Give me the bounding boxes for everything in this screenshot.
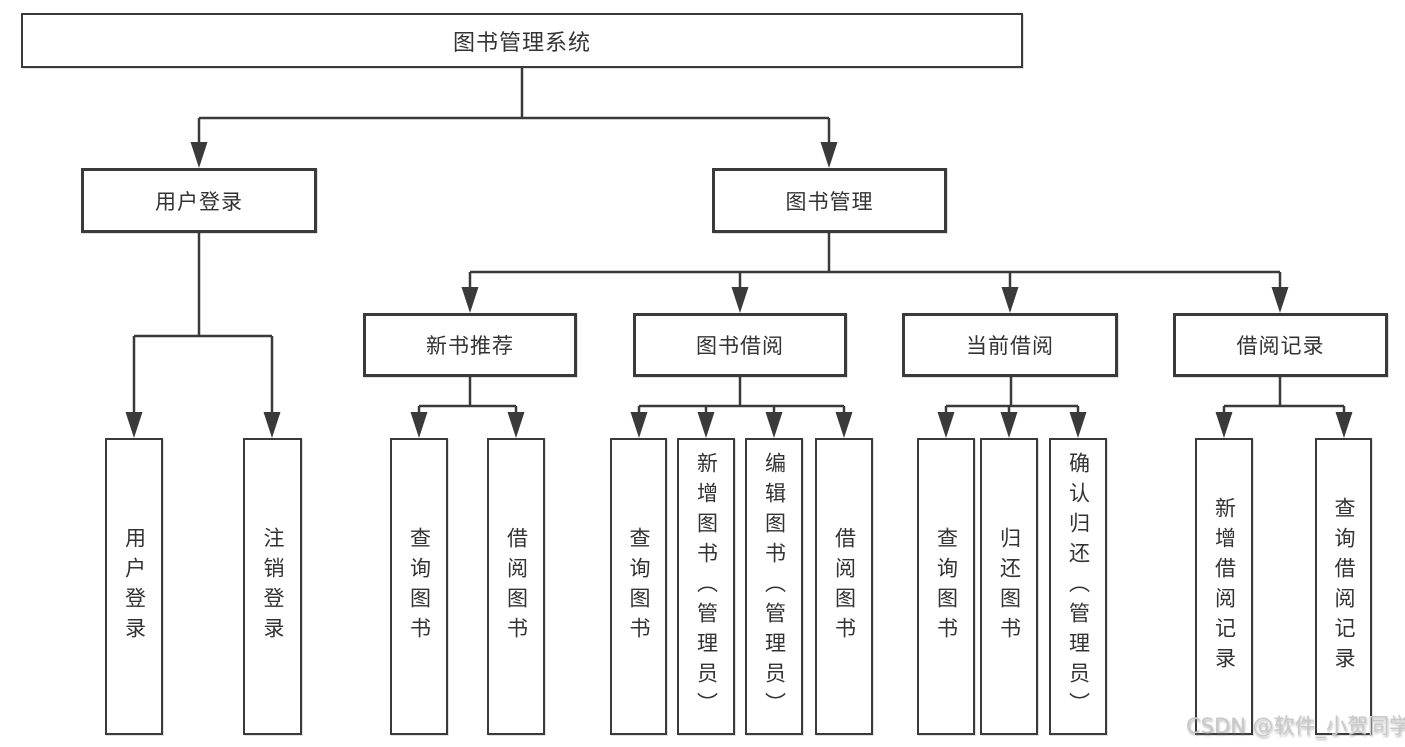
leaf-borrow-borrow-books: 借阅图书 [815, 438, 873, 735]
leaf-current-query-books: 查询图书 [917, 438, 975, 735]
node-new-book-recommend: 新书推荐 [363, 313, 577, 377]
leaf-records-add-record: 新增借阅记录 [1195, 438, 1253, 735]
leaf-current-return-books: 归还图书 [980, 438, 1038, 735]
leaf-records-query-record: 查询借阅记录 [1315, 438, 1372, 735]
leaf-current-confirm-return-admin: 确认归还（管理员） [1049, 438, 1107, 735]
node-library-management-system: 图书管理系统 [21, 13, 1023, 68]
node-book-borrow: 图书借阅 [633, 313, 847, 377]
node-current-borrow: 当前借阅 [902, 313, 1118, 377]
leaf-user-login: 用户登录 [105, 438, 163, 735]
leaf-recommend-borrow-books: 借阅图书 [487, 438, 545, 735]
leaf-recommend-query-books: 查询图书 [390, 438, 448, 735]
leaf-borrow-add-books-admin: 新增图书（管理员） [677, 438, 735, 735]
node-user-login: 用户登录 [81, 168, 317, 233]
node-borrow-records: 借阅记录 [1173, 313, 1388, 377]
leaf-logout: 注销登录 [243, 438, 302, 735]
csdn-watermark: CSDN @软件_小贺同学 [1186, 714, 1405, 738]
arrowhead-icons [125, 142, 1353, 438]
leaf-borrow-query-books: 查询图书 [610, 438, 667, 735]
leaf-borrow-edit-books-admin: 编辑图书（管理员） [745, 438, 803, 735]
node-book-management: 图书管理 [712, 168, 947, 233]
